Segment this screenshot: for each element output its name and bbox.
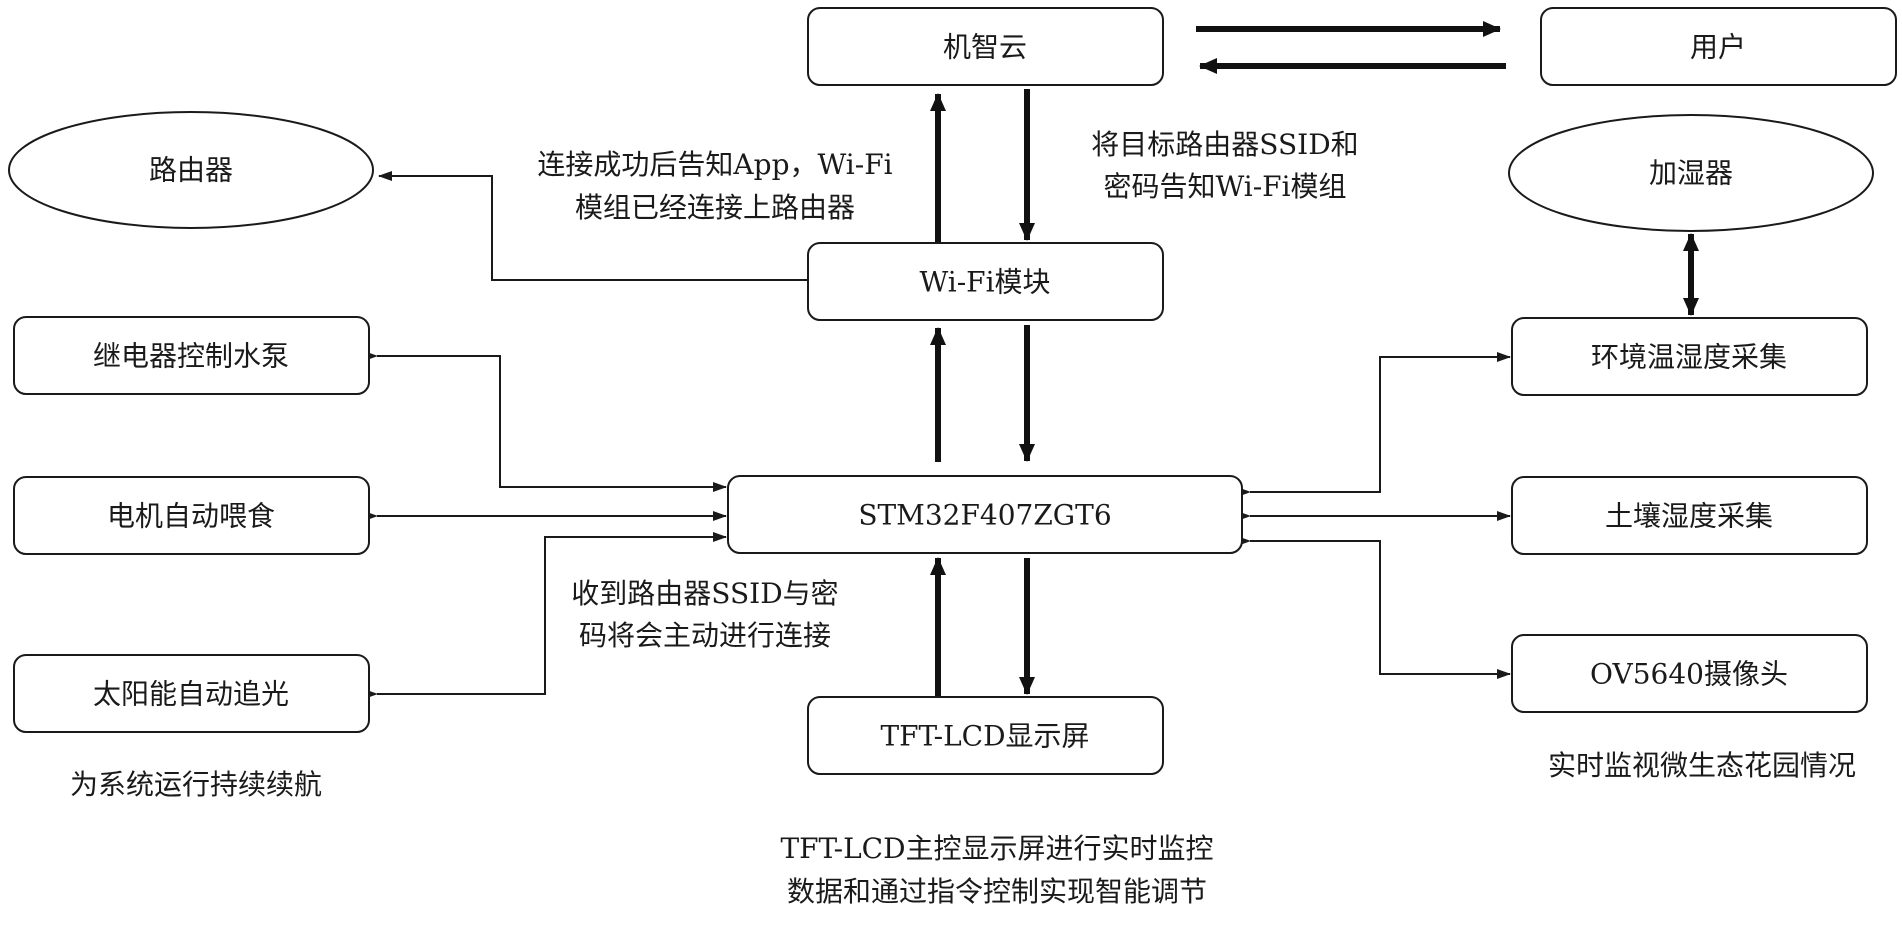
annotation-tft-note-line1: TFT-LCD主控显示屏进行实时监控: [780, 832, 1213, 865]
annotation-received-ssid-line2: 码将会主动进行连接: [579, 619, 831, 652]
annotation-wifi-connected-line2: 模组已经连接上路由器: [575, 191, 855, 224]
annotation-wifi-connected-line1: 连接成功后告知App，Wi-Fi: [537, 148, 892, 181]
arrow-wifi-to-router: [378, 171, 808, 281]
node-stm32-label: STM32F407ZGT6: [858, 499, 1111, 532]
node-tft: TFT-LCD显示屏: [807, 696, 1164, 775]
node-soil: 土壤湿度采集: [1511, 476, 1868, 555]
node-jizhiyun-label: 机智云: [943, 31, 1027, 64]
node-humidifier-label: 加湿器: [1649, 157, 1733, 190]
node-solar: 太阳能自动追光: [13, 654, 370, 733]
node-router: 路由器: [8, 111, 374, 229]
node-relay: 继电器控制水泵: [13, 316, 370, 395]
node-jizhiyun: 机智云: [807, 7, 1164, 86]
node-motor: 电机自动喂食: [13, 476, 370, 555]
node-router-label: 路由器: [149, 154, 233, 187]
annotation-tell-ssid-line2: 密码告知Wi-Fi模组: [1103, 170, 1346, 203]
annotation-tell-ssid-line1: 将目标路由器SSID和: [1091, 128, 1358, 161]
node-wifi: Wi-Fi模块: [807, 242, 1164, 321]
node-humidifier: 加湿器: [1508, 114, 1874, 232]
annotation-solar-note: 为系统运行持续续航: [70, 768, 322, 801]
node-env-label: 环境温湿度采集: [1591, 341, 1787, 374]
node-relay-label: 继电器控制水泵: [93, 340, 289, 373]
annotation-received-ssid-line1: 收到路由器SSID与密: [571, 577, 838, 610]
node-wifi-label: Wi-Fi模块: [919, 266, 1050, 299]
node-tft-label: TFT-LCD显示屏: [880, 720, 1089, 753]
node-motor-label: 电机自动喂食: [107, 500, 275, 533]
node-user: 用户: [1540, 7, 1897, 86]
arrow-relay-stm32: [364, 351, 727, 492]
node-env: 环境温湿度采集: [1511, 317, 1868, 396]
node-soil-label: 土壤湿度采集: [1605, 500, 1773, 533]
annotation-tft-note-line2: 数据和通过指令控制实现智能调节: [787, 875, 1207, 908]
arrow-solar-stm32: [364, 532, 727, 699]
node-camera-label: OV5640摄像头: [1590, 658, 1788, 691]
annotation-camera-note: 实时监视微生态花园情况: [1548, 749, 1856, 782]
node-camera: OV5640摄像头: [1511, 634, 1868, 713]
arrow-stm32-env: [1237, 352, 1511, 497]
node-solar-label: 太阳能自动追光: [93, 678, 289, 711]
node-stm32: STM32F407ZGT6: [727, 475, 1243, 554]
node-user-label: 用户: [1690, 31, 1746, 64]
arrow-stm32-camera: [1237, 536, 1511, 679]
